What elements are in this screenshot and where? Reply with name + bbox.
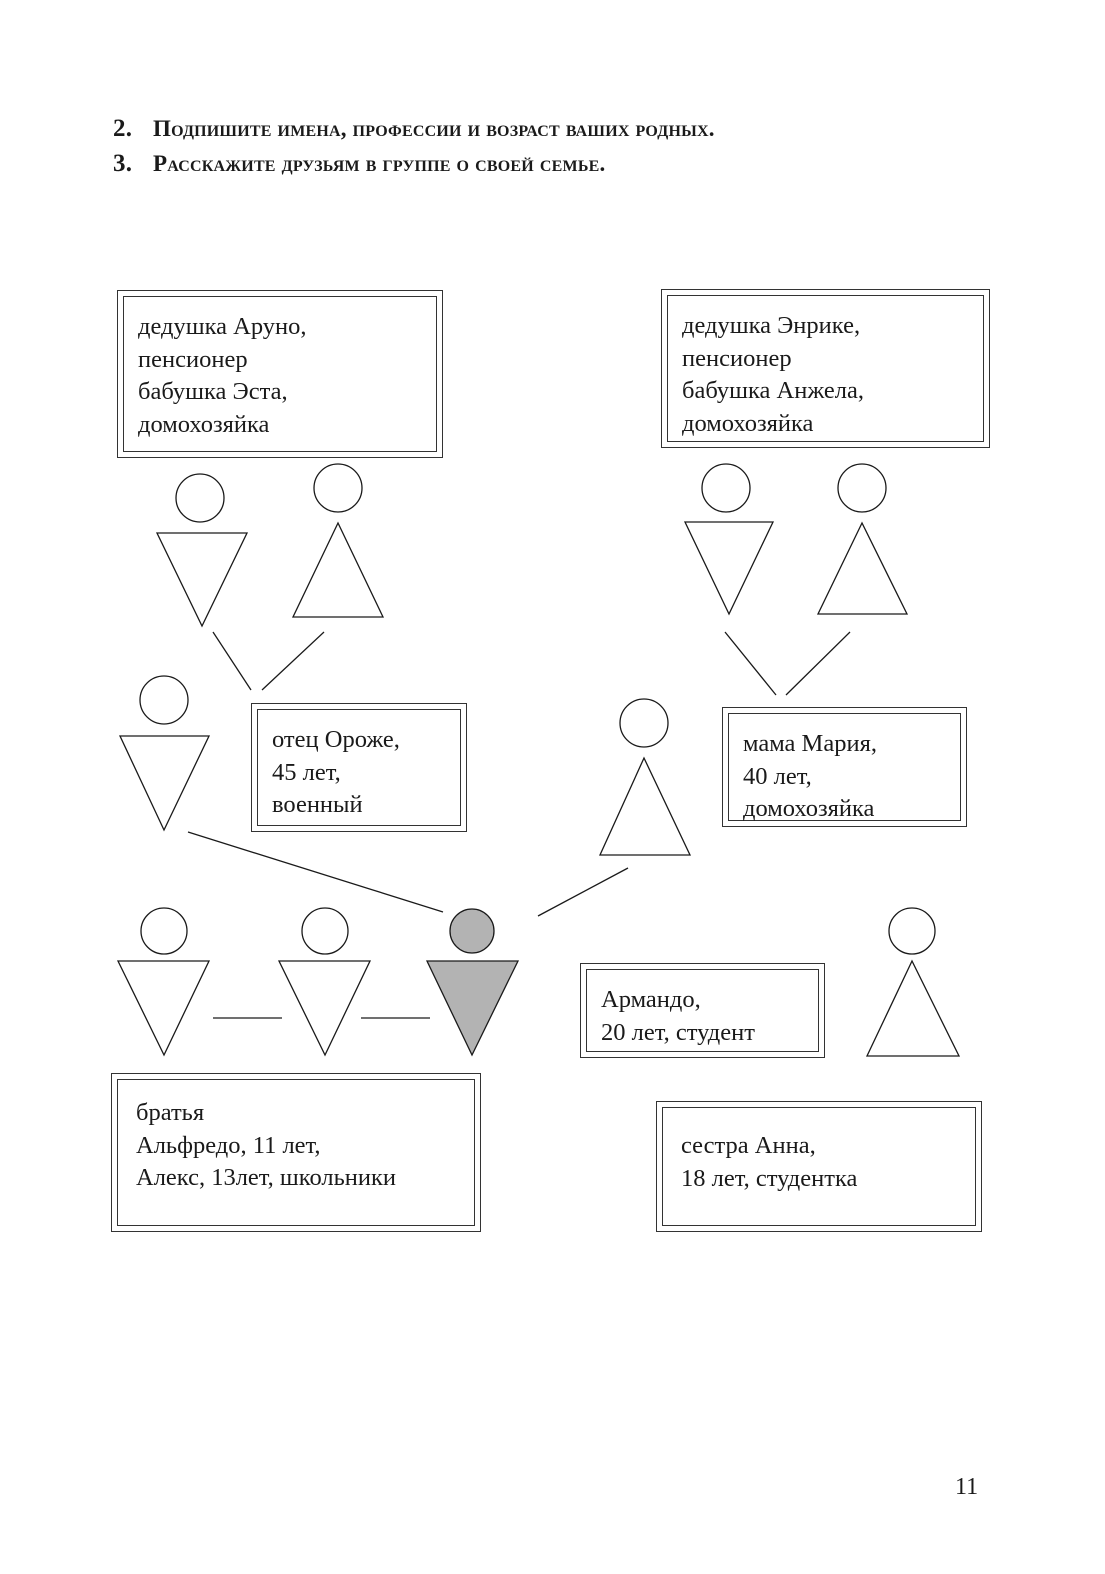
self-armando-figure (425, 908, 520, 1057)
self-box: Армандо, 20 лет, студент (580, 963, 825, 1058)
sister-line-1: сестра Анна, (681, 1132, 816, 1159)
grandparents-right-line-3: бабушка Анжела, (682, 377, 865, 404)
brother-alex-figure (277, 907, 372, 1057)
grandparents-left-line-2: пенсионер (138, 345, 248, 373)
brothers-box: братья Альфредо, 11 лет, Алекс, 13лет, ш… (111, 1073, 481, 1232)
father-line-1: отец Ороже, (272, 726, 400, 753)
brother-alfredo-figure (116, 907, 211, 1057)
mother-line-3: домохозяйка (743, 795, 875, 822)
instruction-2: 2. Подпишите имена, профессии и возраст в… (113, 115, 715, 143)
page-number: 11 (955, 1474, 979, 1500)
grandparents-left-line-4: домохозяйка (138, 410, 270, 438)
grandparents-left-box: дедушка Аруно, пенсионер бабушка Эста, д… (117, 290, 443, 458)
left-grandmother-figure (291, 463, 385, 618)
right-grandparents-connector-a (724, 631, 777, 696)
mother-box: мама Мария, 40 лет, домохозяйка (722, 707, 967, 827)
instruction-2-number: 2. (113, 115, 133, 142)
left-grandfather-figure (155, 473, 249, 628)
father-line-2: 45 лет, (272, 758, 341, 786)
self-line-2: 20 лет, студент (601, 1018, 755, 1046)
father-box: отец Ороже, 45 лет, военный (251, 703, 467, 832)
left-grandparents-connector-b (261, 631, 325, 691)
mother-line-2: 40 лет, (743, 762, 812, 790)
right-grandfather-figure (683, 463, 775, 616)
grandparents-left-line-1: дедушка Аруно, (138, 313, 307, 340)
grandparents-left-line-3: бабушка Эста, (138, 378, 288, 405)
right-grandmother-figure (816, 463, 909, 615)
right-grandparents-connector-b (785, 631, 851, 696)
father-to-self-connector (187, 831, 444, 913)
instruction-3-number: 3. (113, 150, 133, 177)
brothers-line-1: братья (136, 1099, 205, 1126)
sister-box: сестра Анна, 18 лет, студентка (656, 1101, 982, 1232)
father-figure (118, 675, 211, 832)
grandparents-right-line-2: пенсионер (682, 344, 792, 372)
brothers-line-3: Алекс, 13лет, школьники (136, 1164, 397, 1191)
instruction-3-text: Расскажите друзьям в группе о своей семь… (153, 151, 606, 176)
self-line-1: Армандо, (601, 986, 701, 1013)
father-line-3: военный (272, 791, 363, 818)
mother-line-1: мама Мария, (743, 730, 877, 757)
grandparents-right-line-4: домохозяйка (682, 409, 814, 437)
sister-line-2: 18 лет, студентка (681, 1164, 858, 1192)
instruction-3: 3. Расскажите друзьям в группе о своей се… (113, 150, 605, 178)
left-grandparents-connector-a (212, 631, 252, 691)
grandparents-right-line-1: дедушка Энрике, (682, 312, 861, 339)
mother-figure (598, 698, 692, 856)
instruction-2-text: Подпишите имена, профессии и возраст ваш… (153, 116, 715, 141)
mother-to-self-connector (537, 867, 629, 917)
brothers-line-2: Альфредо, 11 лет, (136, 1131, 321, 1159)
sister-anna-figure (865, 907, 961, 1057)
grandparents-right-box: дедушка Энрике, пенсионер бабушка Анжела… (661, 289, 990, 448)
